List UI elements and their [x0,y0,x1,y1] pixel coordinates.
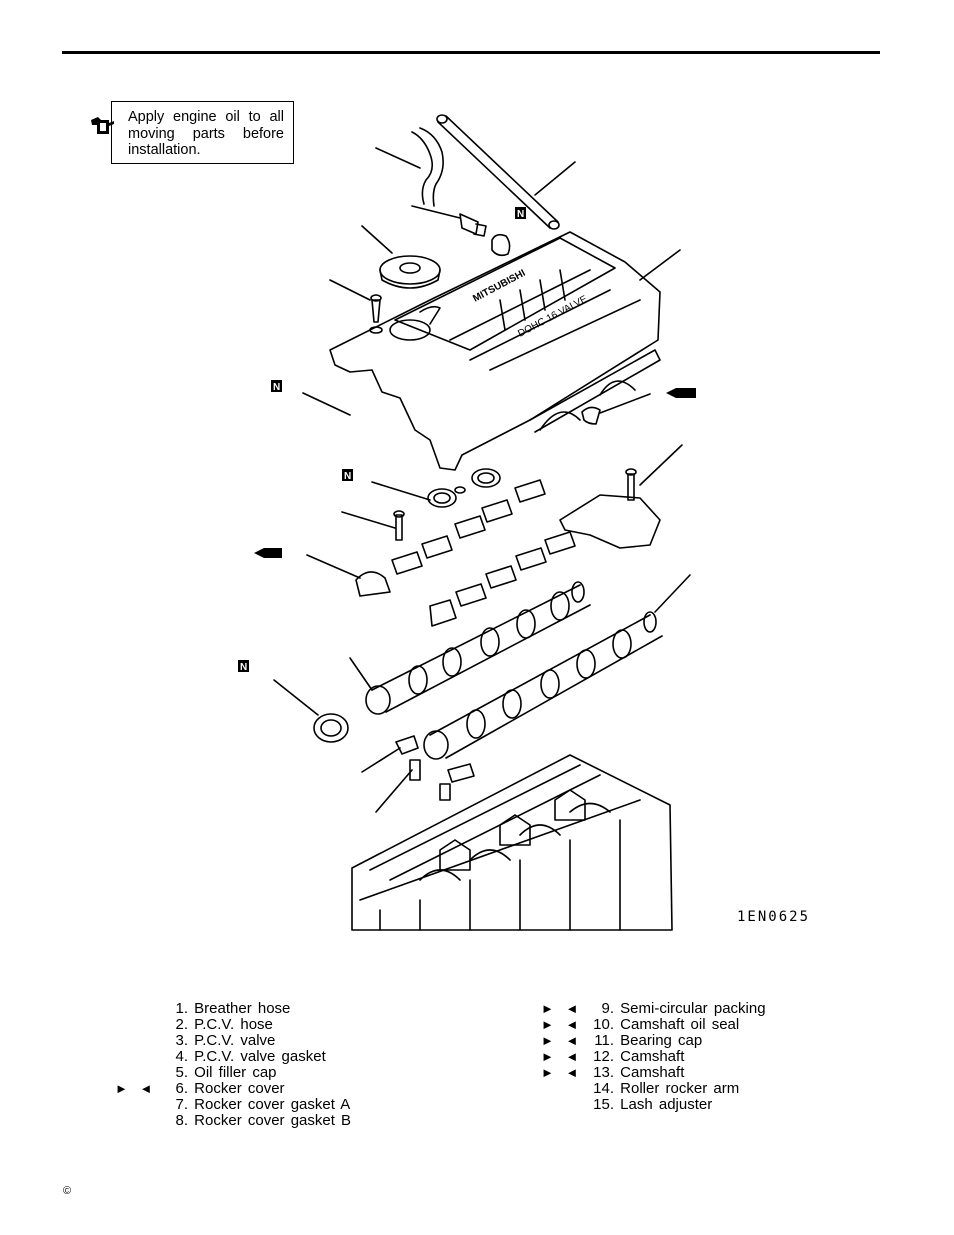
exploded-diagram: MITSUBISHI DOHC 16 VALVE [238,114,696,931]
copyright-symbol: © [63,1185,72,1197]
breather-hose [411,127,444,207]
new-part-mark: N [271,380,282,393]
list-item: 2. P.C.V. hose [175,1016,273,1033]
list-item: 13. Camshaft [593,1064,685,1081]
list-item: 1. Breather hose [175,1000,291,1017]
list-item: 9. Semi-circular packing [601,1000,766,1017]
new-part-marks: N N N N [238,207,526,673]
pcv-gasket [491,233,511,257]
new-part-mark: N [342,469,353,482]
header-rule [62,51,880,54]
lash-adjuster [409,759,451,801]
list-item: 8. Rocker cover gasket B [175,1112,352,1129]
new-part-mark: N [238,660,249,673]
camshaft-upper [365,581,591,715]
list-item: 6. Rocker cover [175,1080,285,1097]
roller-rocker-arm [395,735,475,783]
parts-list-left: 1. Breather hose 2. P.C.V. hose 3. P.C.V… [160,1001,351,1129]
svg-text:MITSUBISHI: MITSUBISHI [471,268,527,305]
pcv-hose [437,115,559,229]
list-item: 4. P.C.V. valve gasket [175,1048,326,1065]
removal-mark: ► ◄ [541,1033,583,1048]
list-item: 10. Camshaft oil seal [593,1016,740,1033]
leader-lines [273,147,691,813]
removal-mark: ► ◄ [541,1017,583,1032]
cylinder-head [351,754,673,931]
removal-mark: ► ◄ [541,1065,583,1080]
removal-mark: ► ◄ [541,1001,583,1016]
pcv-valve [459,213,487,237]
removal-mark: ► ◄ [115,1081,157,1096]
note-text: Apply engine oil to all moving parts bef… [128,109,284,158]
svg-text:N: N [240,662,247,673]
camshaft-lower [423,611,663,760]
new-part-mark: N [515,207,526,220]
list-item: 15. Lash adjuster [593,1096,713,1113]
sealant-tube-icon [254,388,696,558]
list-item: 12. Camshaft [593,1048,685,1065]
list-item: 11. Bearing cap [594,1032,703,1049]
oil-filler-cap [379,255,441,285]
figure-id: 1EN0625 [737,909,811,925]
instruction-note: Apply engine oil to all moving parts bef… [111,101,294,164]
svg-text:N: N [517,209,524,220]
svg-text:N: N [273,382,280,393]
list-item: 7. Rocker cover gasket A [175,1096,351,1113]
removal-mark: ► ◄ [541,1049,583,1064]
list-item: 5. Oil filler cap [175,1064,277,1081]
camshaft-oil-seal-upper [427,488,457,508]
semi-circular-packing [581,406,601,425]
svg-text:N: N [344,471,351,482]
list-item: 3. P.C.V. valve [175,1032,276,1049]
list-item: 14. Roller rocker arm [593,1080,740,1097]
rocker-cover [329,231,661,471]
bearing-caps [355,479,576,627]
camshaft-oil-seal-lower [313,713,349,743]
parts-list-right: 9. Semi-circular packing 10. Camshaft oi… [580,1000,766,1113]
